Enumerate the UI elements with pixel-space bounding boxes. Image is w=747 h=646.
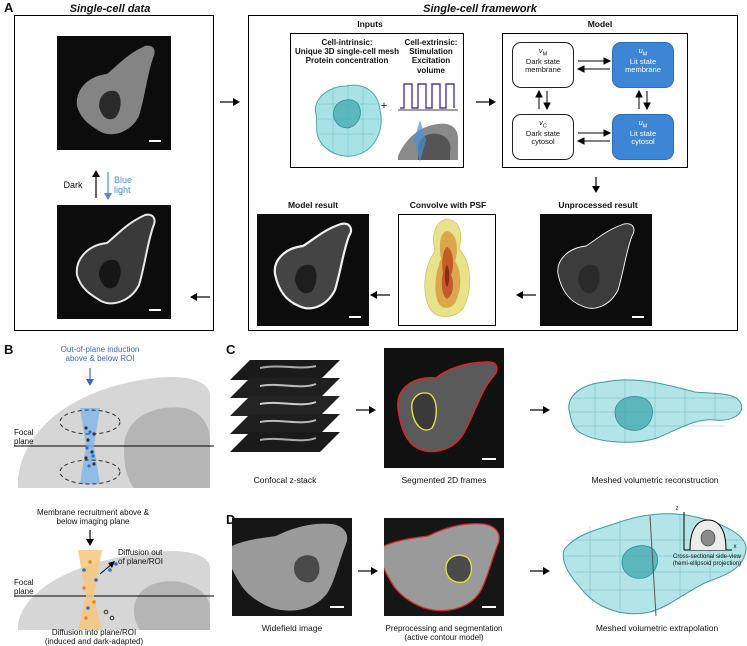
plus-sign: +	[380, 100, 388, 112]
cross-section-side-view-icon	[683, 512, 732, 551]
model-result-title: Model result	[287, 200, 339, 210]
arrow-left-icon	[516, 291, 536, 299]
widefield-image	[227, 518, 352, 616]
axis-x-label: x	[733, 544, 737, 550]
single-cell-data-box	[14, 15, 214, 331]
stimulation-pulse-icon	[398, 83, 458, 111]
scale-bar	[149, 309, 161, 311]
model-box	[502, 33, 688, 168]
state-line1: Lit state	[629, 128, 657, 138]
confocal-zstack-image	[230, 360, 340, 452]
cell-intrinsic-label: Cell-intrinsic: Unique 3D single-cell me…	[294, 38, 400, 66]
state-lit-membrane: uM Lit state membrane	[612, 42, 674, 88]
out-of-plane-annotation: Out-of-plane induction above & below ROI	[60, 345, 140, 364]
diffusion-out-label: Diffusion out of plane/ROI	[118, 548, 163, 567]
blue-light-arrow-down-icon	[104, 172, 112, 200]
widefield-cell-svg	[227, 523, 348, 611]
reconstruction-label: Meshed volumetric reconstruction	[591, 475, 719, 485]
membrane-recruitment-label: Membrane recruitment above & below imagi…	[36, 508, 150, 527]
state-symbol: v	[539, 118, 543, 127]
state-line1: Dark state	[525, 128, 561, 138]
scale-bar	[149, 140, 161, 142]
state-sub: M	[642, 123, 648, 130]
state-line1: Dark state	[525, 56, 561, 66]
diffusion-into-label: Diffusion into plane/ROI (induced and da…	[44, 628, 144, 646]
state-sub: C	[542, 123, 547, 130]
state-line2: membrane	[625, 65, 661, 75]
cell-image-lit	[57, 205, 171, 319]
focal-plane-label-top: Focal plane	[14, 428, 34, 447]
inputs-box	[290, 33, 464, 168]
volumetric-reconstruction-mesh	[568, 378, 743, 444]
single-cell-data-title: Single-cell data	[69, 3, 151, 15]
scale-bar	[482, 458, 496, 460]
state-symbol: u	[638, 46, 643, 55]
psf-volume-icon	[424, 218, 471, 317]
state-line2: membrane	[525, 65, 561, 75]
panel-b-letter: B	[4, 342, 14, 357]
arrow-right-icon	[220, 98, 240, 106]
cross-section-label: Cross-sectional side-view (hemi-ellipsoi…	[672, 554, 742, 567]
preprocessing-image	[378, 518, 504, 616]
panel-a-letter: A	[4, 0, 14, 15]
widefield-label: Widefield image	[261, 623, 323, 633]
state-line2: cytosol	[531, 137, 555, 147]
framework-title: Single-cell framework	[423, 3, 537, 15]
arrow-down-icon	[592, 177, 600, 193]
model-result-cell-svg	[273, 222, 352, 310]
scale-bar	[482, 606, 496, 608]
framework-box	[248, 15, 738, 331]
focal-plane-label-bottom: Focal plane	[14, 578, 34, 597]
arrow-right-icon	[358, 567, 378, 575]
model-transition-arrows-icon	[535, 57, 651, 145]
state-dark-membrane: vM Dark state membrane	[512, 42, 574, 88]
dark-label: Dark	[63, 180, 83, 190]
blue-light-label: Blue light	[114, 175, 133, 196]
panel-c-letter: C	[226, 342, 236, 357]
cell-mesh-icon	[314, 84, 382, 158]
out-of-plane-induction-diagram	[14, 368, 214, 488]
inputs-title: Inputs	[357, 19, 383, 29]
unprocessed-image	[540, 214, 652, 326]
zstack-label: Confocal z-stack	[253, 475, 317, 485]
segmented-cell-svg	[397, 361, 498, 453]
extrapolation-label: Meshed volumetric extrapolation	[595, 623, 719, 633]
state-sub: M	[542, 51, 548, 58]
state-dark-cytosol: vC Dark state cytosol	[512, 114, 574, 160]
state-line1: Lit state	[629, 56, 657, 66]
state-lit-cytosol: uM Lit state cytosol	[612, 114, 674, 160]
model-result-image	[257, 214, 369, 326]
arrow-right-icon	[356, 406, 376, 414]
scale-bar	[349, 316, 361, 318]
cell-shape-dark-svg	[76, 45, 155, 135]
arrow-right-icon	[476, 98, 496, 106]
segmented-label: Segmented 2D frames	[401, 475, 487, 485]
membrane-recruitment-diagram	[14, 530, 214, 630]
convolve-title: Convolve with PSF	[409, 200, 487, 210]
state-symbol: u	[638, 118, 643, 127]
unprocessed-title: Unprocessed result	[558, 200, 638, 210]
arrow-right-icon	[530, 567, 550, 575]
panel-d-letter: D	[226, 512, 236, 527]
cell-shape-lit-svg	[75, 213, 156, 305]
scale-bar	[632, 316, 644, 318]
arrow-right-icon	[530, 406, 550, 414]
preprocessing-label: Preprocessing and segmentation (active c…	[385, 624, 503, 643]
cell-extrinsic-label: Cell-extrinsic: Stimulation Excitation v…	[404, 38, 458, 75]
axis-z-label: z	[675, 506, 679, 512]
convolve-box	[398, 214, 496, 326]
state-sub: M	[642, 51, 648, 58]
excitation-volume-icon	[398, 120, 458, 162]
scale-bar	[330, 606, 344, 608]
dark-arrow-up-icon	[92, 170, 100, 198]
segmented-frame-image	[384, 348, 504, 468]
unprocessed-cell-svg	[557, 223, 635, 309]
arrow-left-icon	[370, 291, 390, 299]
model-title: Model	[587, 19, 613, 29]
state-line2: cytosol	[631, 137, 655, 147]
arrow-left-icon	[190, 293, 210, 301]
cell-image-dark	[57, 36, 171, 150]
state-symbol: v	[538, 46, 543, 55]
preprocessed-cell-svg	[378, 522, 500, 612]
